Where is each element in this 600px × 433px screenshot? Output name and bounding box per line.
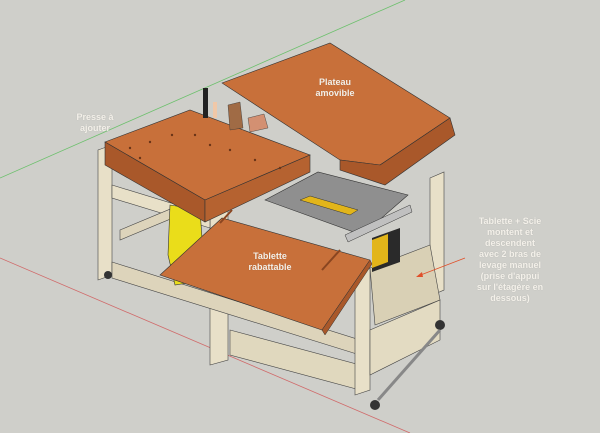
caster-wheel (104, 271, 112, 279)
bench-dog-tool (203, 88, 208, 118)
folding-shelf-edge (321, 259, 373, 336)
label-tablette-rabattable: Tablette rabattable (248, 251, 292, 272)
arrow-head-icon (416, 272, 423, 277)
shelf-cleat (219, 209, 233, 224)
shelf-cleat (321, 249, 341, 271)
caster-wheel (370, 400, 380, 410)
red-axis (0, 257, 411, 433)
green-axis (0, 0, 406, 179)
removable-top-edge (339, 117, 456, 186)
dog-holes (128, 133, 282, 170)
frame-right-leg-front (354, 267, 371, 396)
frame-right-lower (369, 299, 441, 376)
bench-top-side (204, 154, 311, 223)
wood-block (247, 113, 269, 133)
saw-blade-insert (299, 195, 359, 216)
holdfast-tool (227, 101, 244, 131)
caster-wheel (435, 320, 445, 330)
bench-peg-tool (213, 102, 217, 118)
saw-yellow-body (372, 234, 388, 268)
table-saw-fence (344, 204, 413, 243)
label-presse-a-ajouter: Presse à ajouter (76, 112, 114, 133)
label-tablette-scie: Tablette + Scie montent et descendent av… (476, 216, 544, 303)
label-plateau-amovible: Plateau amovible (315, 77, 355, 98)
tow-bar (376, 329, 442, 401)
annotation-arrow (417, 257, 466, 277)
workbench-model[interactable] (97, 42, 466, 410)
